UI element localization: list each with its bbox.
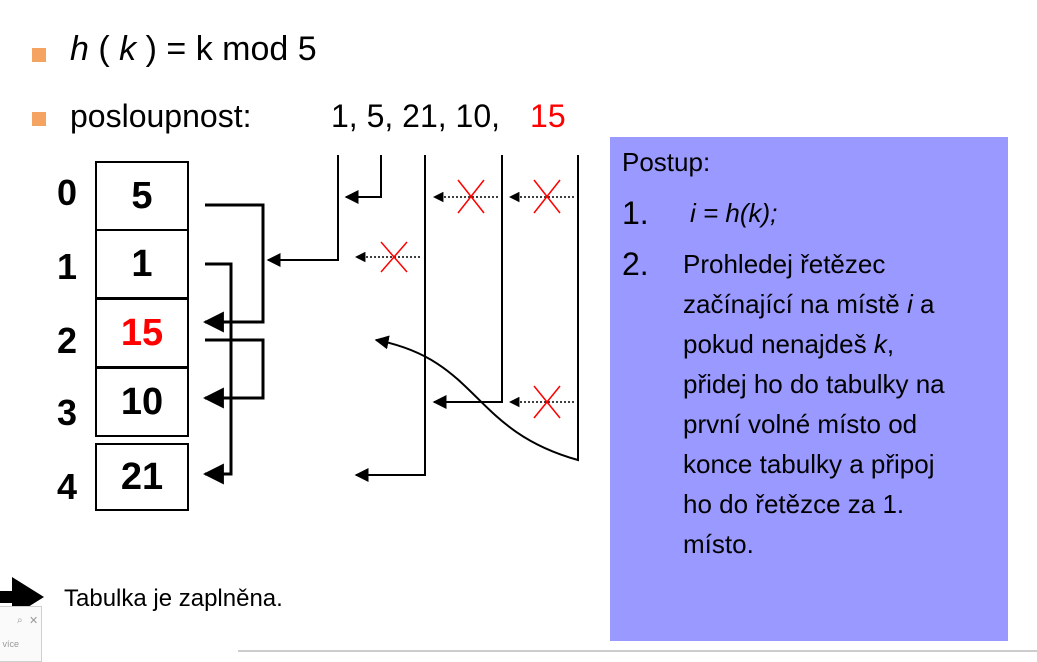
close-icon[interactable]: ✕: [29, 615, 39, 627]
formula-open-paren: (: [98, 30, 110, 68]
step-text-line: přidej ho do tabulky na: [683, 369, 945, 399]
step-text: i = h(k);: [690, 198, 778, 228]
table-cell-value: 21: [120, 455, 164, 498]
search-icon[interactable]: ⌕: [17, 615, 23, 626]
formula-k: k: [119, 30, 137, 68]
step-text-line: konce tabulky a připoj: [683, 449, 935, 479]
table-cell: 1: [95, 229, 189, 299]
table-cell-value: 10: [120, 380, 164, 423]
table-cell-value: 15: [120, 311, 164, 354]
table-cell-value: 1: [131, 242, 153, 285]
table-index: 0: [56, 172, 78, 213]
footer-text: Tabulka je zaplněna.: [64, 585, 283, 612]
table-index: 3: [56, 392, 78, 433]
step-text-line: první volné místo od: [683, 409, 918, 439]
overlay-widget[interactable]: ⌕ ✕ o více: [0, 606, 42, 662]
sequence-values-text: 1, 5, 21, 10,: [331, 98, 501, 134]
table-index: 2: [56, 320, 78, 361]
probe-arrow: [354, 155, 426, 482]
sequence-highlight-value: 15: [530, 98, 566, 134]
chain-arrow: [202, 262, 233, 485]
table-cell-value: 5: [131, 174, 153, 217]
table-cell: 21: [95, 443, 189, 511]
step-var-k: k: [873, 329, 887, 359]
step-number: 1.: [622, 195, 649, 231]
bullet-icon: [32, 48, 46, 62]
probe-arrow: [344, 155, 382, 204]
step-var-i: i: [906, 289, 913, 319]
step-text-line: ho do řetězce za 1.: [683, 489, 905, 519]
table-index: 1: [56, 246, 78, 287]
table-index: 4: [56, 466, 78, 507]
sequence-label: posloupnost:: [70, 98, 252, 134]
collision-cross-icon: [533, 179, 561, 214]
bottom-divider: [238, 650, 1037, 652]
sequence-values: 1, 5, 21, 10, 15: [331, 98, 566, 135]
step-text-line: začínající na místě i a: [683, 284, 1003, 324]
step-text-fragment: a: [912, 289, 935, 319]
collision-cross-icon: [380, 241, 408, 273]
collision-cross-icon: [533, 385, 561, 419]
probe-arrow: [266, 155, 339, 267]
step-text-fragment: začínající na místě: [683, 289, 907, 319]
formula-h: h: [70, 30, 89, 68]
table-cell: 15: [95, 298, 189, 368]
chain-arrow: [202, 338, 265, 409]
collision-cross-icon: [457, 179, 485, 214]
step-text-line: Prohledej řetězec: [683, 249, 886, 279]
step-number: 2.: [622, 246, 649, 282]
formula-close-paren: ): [145, 30, 157, 68]
step-text-line: pokud nenajdeš k,: [683, 324, 1003, 364]
table-cell: 10: [95, 367, 189, 437]
chain-arrow: [202, 203, 265, 333]
formula-rest: = k mod 5: [166, 30, 317, 68]
step-text-fragment: ,: [886, 329, 895, 359]
step-text-fragment: pokud nenajdeš: [683, 329, 874, 359]
probe-arrow: [374, 155, 579, 462]
hash-formula: h ( k ) = k mod 5: [70, 30, 317, 69]
bullet-icon: [32, 112, 46, 126]
step-text-line: místo.: [683, 529, 754, 559]
table-cell: 5: [95, 161, 189, 231]
probe-arrow: [432, 155, 503, 409]
widget-label: o více: [0, 639, 20, 649]
procedure-title: Postup:: [622, 147, 711, 177]
procedure-panel: Postup:: [610, 137, 1008, 641]
